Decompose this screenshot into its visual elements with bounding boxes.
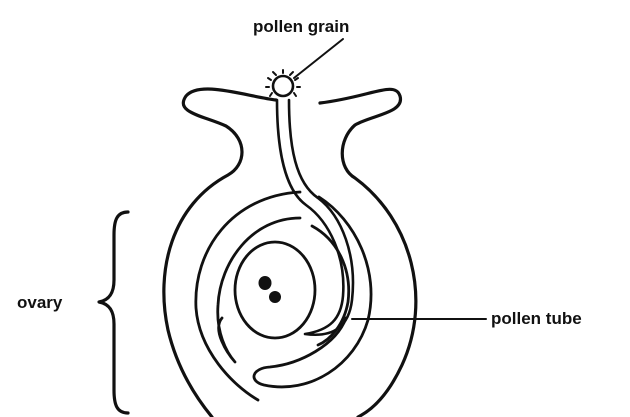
nucleus-2 bbox=[269, 291, 281, 303]
pollen-grain bbox=[266, 70, 300, 96]
pollen-grain-leader bbox=[294, 39, 343, 78]
embryo-sac bbox=[235, 242, 315, 338]
ovary-bracket bbox=[99, 212, 128, 413]
pollen-tube-label: pollen tube bbox=[491, 309, 582, 328]
outer-integument bbox=[196, 192, 371, 400]
nucleus-1 bbox=[259, 276, 272, 290]
pollen-grain-label: pollen grain bbox=[253, 17, 349, 36]
ovary-label: ovary bbox=[17, 293, 63, 312]
